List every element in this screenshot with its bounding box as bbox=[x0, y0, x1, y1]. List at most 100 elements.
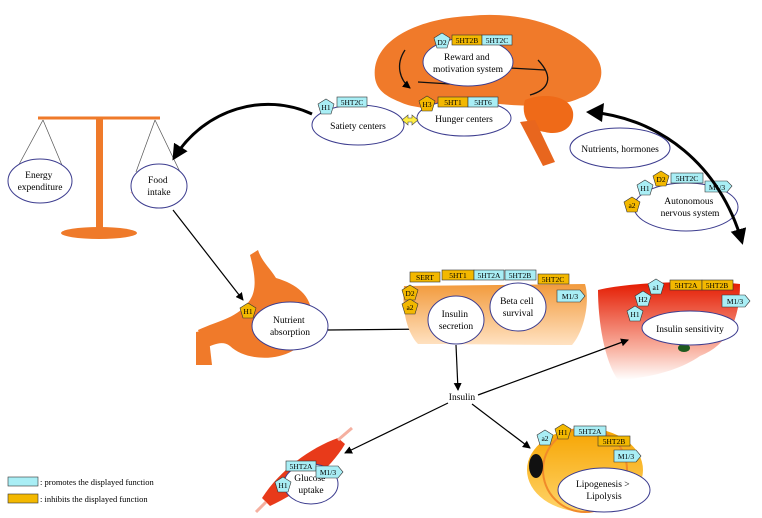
receptor-5ht2b-label: 5HT2B bbox=[706, 281, 729, 290]
receptor-a1-icon bbox=[647, 278, 665, 295]
insulin-sensitivity-node bbox=[641, 310, 739, 346]
brain-ans-arrow bbox=[589, 110, 747, 245]
insulin-secretion-label-l1: Insulin bbox=[442, 310, 469, 320]
scale-string bbox=[154, 119, 181, 173]
nutrients-node bbox=[569, 127, 671, 169]
receptor-m13-icon bbox=[613, 449, 642, 463]
muscle-tendon bbox=[254, 500, 268, 514]
receptor-a2-label: a2 bbox=[541, 434, 548, 443]
stomach-duodenum bbox=[196, 330, 212, 365]
receptor-h1-icon bbox=[274, 476, 292, 493]
brain-fold bbox=[417, 81, 451, 85]
scale-base bbox=[61, 227, 137, 239]
receptor-h3-label: H3 bbox=[422, 100, 431, 109]
legend-inhibits-label: : inhibits the displayed function bbox=[40, 494, 148, 504]
receptor-5ht2c-label: 5HT2C bbox=[676, 174, 699, 183]
receptor-5ht2c-badge bbox=[336, 96, 368, 108]
lipo-label-l2: Lipolysis bbox=[586, 492, 622, 502]
brain-fold bbox=[398, 49, 411, 89]
receptor-a1-label: a1 bbox=[652, 283, 659, 292]
receptor-m13-icon bbox=[315, 465, 344, 479]
brain-ans-arrowhead-top bbox=[586, 103, 604, 122]
legend-inhibits-swatch bbox=[7, 493, 39, 504]
lipo-label: Lipogenesis > Lipolysis bbox=[576, 480, 632, 502]
receptor-group-liver: a1 5HT2A 5HT2B H2 M1/3 H1 bbox=[626, 278, 751, 322]
ans-label: Autonomous nervous system bbox=[661, 197, 720, 219]
legend-promotes-label: : promotes the displayed function bbox=[40, 477, 155, 487]
adipocyte-nucleus bbox=[529, 454, 543, 478]
insulin-secretion-node bbox=[427, 295, 485, 345]
legend-promotes-swatch bbox=[7, 476, 39, 487]
receptor-m13-icon bbox=[556, 289, 586, 303]
glucose-label-l1: Glucose bbox=[294, 474, 325, 484]
energy-label-l1: Energy bbox=[25, 171, 53, 181]
nutrient-absorption-label-l1: Nutrient bbox=[273, 316, 305, 326]
receptor-group-pancreas: SERT 5HT1 5HT2A 5HT2B 5HT2C M1/3 D2 a2 bbox=[401, 269, 586, 315]
receptor-5ht1-label: 5HT1 bbox=[444, 98, 462, 107]
receptor-h1-label: H1 bbox=[630, 310, 639, 319]
receptor-m13-label: M1/3 bbox=[727, 297, 744, 306]
energy-label: Energy expenditure bbox=[18, 171, 63, 193]
receptor-m13-label: M1/3 bbox=[562, 292, 579, 301]
receptor-h1-icon bbox=[636, 179, 654, 196]
receptor-5ht2c-label: 5HT2C bbox=[341, 98, 364, 107]
food-node bbox=[130, 163, 188, 209]
receptor-5ht2b-label: 5HT2B bbox=[603, 437, 626, 446]
receptor-h1-label: H1 bbox=[640, 184, 649, 193]
legend: : promotes the displayed function : inhi… bbox=[7, 476, 155, 504]
brain-stem bbox=[520, 120, 555, 166]
nutrient-absorption-node bbox=[251, 301, 329, 351]
nutrient-absorption-label-l2: absorption bbox=[270, 328, 310, 338]
receptor-5ht2c-label: 5HT2C bbox=[486, 36, 509, 45]
reward-label-l1: Reward and bbox=[444, 53, 490, 63]
receptor-group-adipocyte: a2 H1 5HT2A 5HT2B M1/3 bbox=[536, 423, 642, 463]
receptor-m13-label: M1/3 bbox=[320, 468, 337, 477]
ans-label-l2: nervous system bbox=[661, 209, 720, 219]
receptor-sert-label: SERT bbox=[416, 273, 434, 282]
insulin-sensitivity-label: Insulin sensitivity bbox=[656, 325, 724, 335]
receptor-5ht6-label: 5HT6 bbox=[474, 98, 492, 107]
receptor-5ht2a-label: 5HT2A bbox=[675, 281, 698, 290]
beta-cell-label-l1: Beta cell bbox=[500, 297, 534, 307]
receptor-5ht2c-badge bbox=[537, 273, 570, 285]
receptor-sert-badge bbox=[409, 271, 441, 283]
receptor-m13-label: M1/3 bbox=[618, 452, 635, 461]
receptor-5ht2c-badge bbox=[670, 172, 704, 184]
receptor-h1-label: H1 bbox=[278, 481, 287, 490]
secretion-to-insulin-arrow bbox=[453, 344, 462, 391]
muscle-tendon bbox=[337, 426, 353, 442]
brain-fold bbox=[509, 67, 546, 71]
food-label-l1: Food bbox=[148, 176, 168, 186]
receptor-d2-label: D2 bbox=[656, 175, 665, 184]
receptor-5ht2b-label: 5HT2B bbox=[456, 36, 479, 45]
food-label-l2: intake bbox=[147, 188, 170, 198]
insulin-to-glucose-arrow bbox=[344, 402, 449, 454]
receptor-d2-icon bbox=[433, 32, 451, 49]
receptor-h1-label: H1 bbox=[243, 307, 252, 316]
lipo-node bbox=[557, 467, 651, 513]
insulin-label: Insulin bbox=[449, 393, 476, 403]
receptor-5ht2a-badge bbox=[573, 425, 607, 437]
lipo-label-l1: Lipogenesis > bbox=[576, 480, 630, 490]
beta-cell-label: Beta cell survival bbox=[500, 297, 536, 319]
scale-string bbox=[135, 119, 156, 173]
receptor-5ht2c-label: 5HT2C bbox=[542, 275, 565, 284]
receptor-a2-label: a2 bbox=[628, 201, 635, 210]
scale-string bbox=[15, 119, 44, 171]
receptor-5ht2c-badge bbox=[481, 34, 513, 46]
receptor-d2-label: D2 bbox=[437, 38, 446, 47]
insulin-to-sensitivity-arrow bbox=[477, 338, 629, 396]
receptor-d2-label: D2 bbox=[405, 289, 414, 298]
receptor-m13-icon bbox=[704, 180, 733, 193]
receptor-h3-icon bbox=[418, 95, 436, 112]
insulin-secretion-label-l2: secretion bbox=[439, 322, 474, 332]
receptor-a2-icon bbox=[536, 429, 554, 446]
ans-label-l1: Autonomous bbox=[664, 197, 713, 207]
receptor-5ht2a-label: 5HT2A bbox=[579, 427, 602, 436]
beta-cell-node bbox=[489, 282, 547, 332]
energy-node bbox=[7, 158, 73, 204]
energy-label-l2: expenditure bbox=[18, 183, 63, 193]
glucose-label: Glucose uptake bbox=[294, 474, 328, 496]
receptor-h1-icon bbox=[239, 302, 257, 319]
